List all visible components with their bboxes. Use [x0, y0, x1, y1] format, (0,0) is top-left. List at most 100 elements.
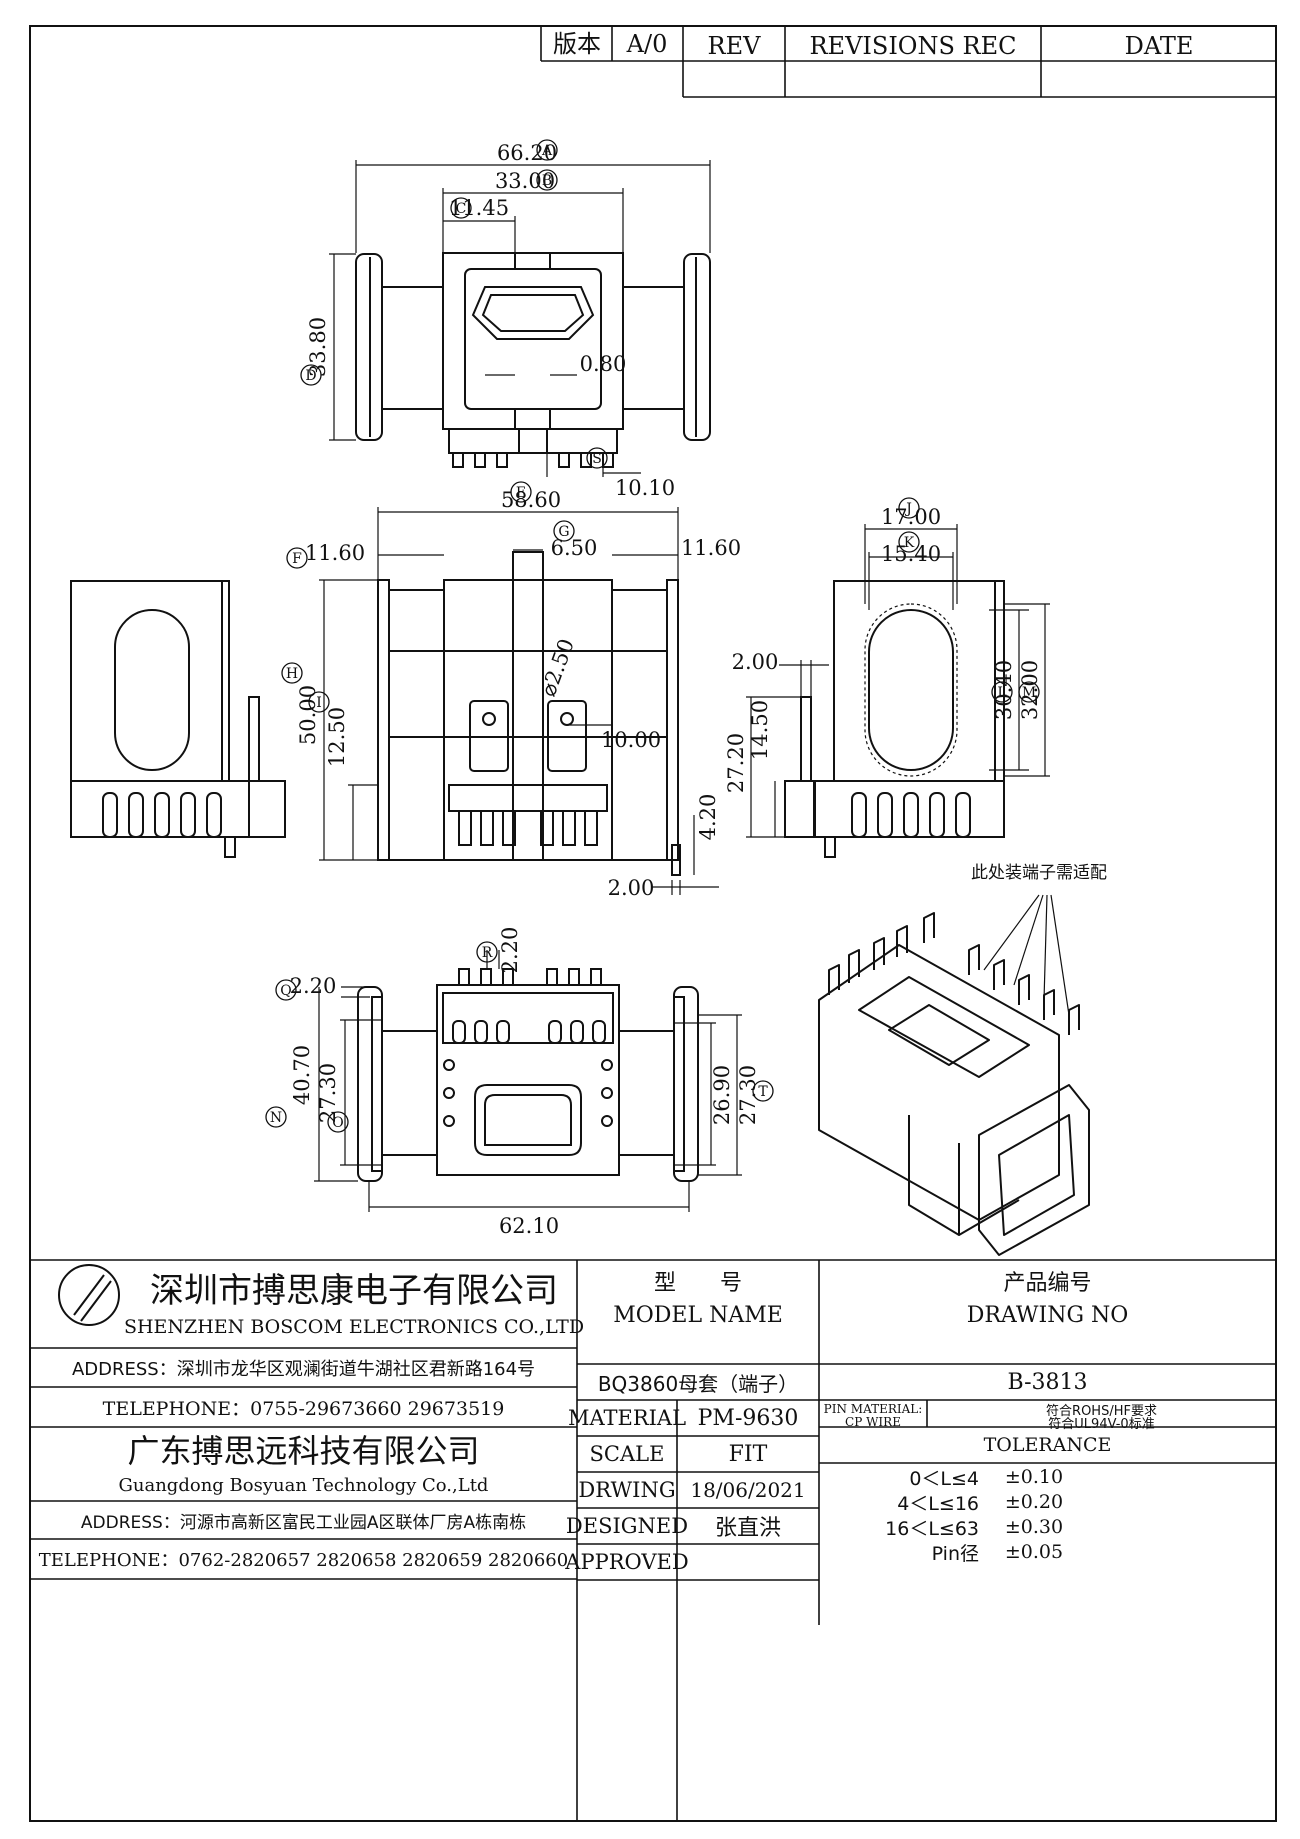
dim-right-flange: 11.60	[681, 536, 741, 560]
circle-label-n: N	[265, 1106, 287, 1128]
circle-label-t: T	[752, 1080, 774, 1102]
circle-label-a: A	[536, 139, 558, 161]
svg-text:H: H	[286, 666, 298, 682]
telephone-2: TELEPHONE：0762-2820657 2820658 2820659 2…	[38, 1550, 569, 1571]
top-view-dims	[329, 160, 711, 477]
dim-j: 17.00	[881, 505, 941, 529]
svg-text:L: L	[997, 685, 1006, 701]
circle-label-m: M	[1018, 681, 1040, 703]
company2-en-name: Guangdong Bosyuan Technology Co.,Ltd	[118, 1474, 489, 1496]
address-1: ADDRESS：深圳市龙华区观澜街道牛湖社区君新路164号	[71, 1358, 536, 1380]
company2-cn-name: 广东搏思远科技有限公司	[127, 1432, 480, 1470]
svg-text:A: A	[541, 143, 553, 159]
assembly-note: 此处装端子需适配	[971, 863, 1107, 883]
tolerance-range: Pin径	[931, 1542, 979, 1565]
right-side-view	[784, 580, 1005, 858]
dim-f: 11.60	[305, 541, 365, 565]
tolerance-value: ±0.30	[1004, 1516, 1064, 1538]
svg-text:S: S	[592, 451, 602, 467]
dim-c: 11.45	[449, 196, 509, 220]
drawing-no-value: B-3813	[1007, 1369, 1088, 1395]
bottom-view-dims	[314, 950, 742, 1212]
svg-text:N: N	[270, 1110, 282, 1126]
scale-label: SCALE	[589, 1442, 665, 1466]
top-view	[355, 252, 711, 468]
front-view-dims	[319, 507, 719, 895]
dim-h1: 14.50	[748, 700, 772, 760]
drawing-svg: 版本 A/0 REV REVISIONS REC DATE	[29, 25, 1277, 1822]
tolerance-value: ±0.20	[1004, 1491, 1064, 1513]
dim-b: 33.00	[495, 169, 555, 193]
circle-label-q: Q	[275, 979, 297, 1001]
svg-text:T: T	[758, 1084, 768, 1100]
circle-label-s: S	[586, 447, 608, 469]
dim-m: 32.00	[1018, 660, 1042, 720]
dim-k: 15.40	[881, 542, 941, 566]
svg-text:M: M	[1022, 685, 1036, 701]
svg-text:K: K	[904, 535, 915, 551]
rev-label: REV	[708, 32, 762, 60]
dim-r: 2.20	[498, 927, 522, 974]
svg-text:J: J	[904, 501, 912, 517]
svg-text:G: G	[558, 524, 569, 540]
bottom-view	[357, 968, 699, 1182]
circle-label-h: H	[281, 662, 303, 684]
title-block-grid	[30, 1259, 1276, 1821]
dim-width: 62.10	[499, 1214, 559, 1238]
dim-s: 10.10	[615, 476, 675, 500]
dim-h2: 27.20	[724, 733, 748, 793]
circle-label-r: R	[476, 941, 498, 963]
circle-label-b: B	[536, 169, 558, 191]
revision-block	[540, 26, 1276, 98]
drawing-date: 18/06/2021	[690, 1478, 806, 1502]
dim-q: 2.20	[290, 974, 337, 998]
svg-text:I: I	[316, 695, 322, 711]
telephone-1: TELEPHONE：0755-29673660 29673519	[102, 1397, 505, 1420]
tolerance-range: 16＜L≤63	[885, 1517, 979, 1540]
circle-label-e: E	[510, 481, 532, 503]
front-view	[377, 551, 681, 876]
tolerance-range: 0＜L≤4	[909, 1467, 979, 1490]
material-label: MATERIAL	[567, 1406, 687, 1430]
tolerance-label: TOLERANCE	[983, 1434, 1112, 1456]
company-cn-name: 深圳市搏思康电子有限公司	[150, 1270, 558, 1311]
svg-text:F: F	[292, 551, 302, 567]
model-en-label: MODEL NAME	[613, 1302, 783, 1328]
dim-side-pin-w: 2.00	[732, 650, 779, 674]
circle-label-o: O	[327, 1111, 349, 1133]
address-2: ADDRESS：河源市高新区富民工业园A区联体厂房A栋南栋	[80, 1512, 527, 1533]
ul-note: 符合UL94V-0标准	[1048, 1416, 1155, 1432]
circle-label-f: F	[286, 547, 308, 569]
isometric-view	[818, 912, 1090, 1256]
date-label: DATE	[1125, 32, 1194, 60]
revisions-label: REVISIONS REC	[809, 32, 1016, 60]
circle-label-i: I	[308, 691, 330, 713]
svg-text:R: R	[482, 945, 493, 961]
circle-label-g: G	[553, 520, 575, 542]
circle-label-d: D	[300, 364, 322, 386]
scale-value: FIT	[728, 1441, 768, 1467]
svg-text:B: B	[542, 173, 552, 189]
dim-pin-len: 4.20	[696, 794, 720, 841]
drawing-label: DRWING	[578, 1478, 676, 1502]
dim-h: 50.00	[296, 685, 320, 745]
designed-value: 张直洪	[714, 1516, 781, 1541]
dim-gap: 0.80	[580, 352, 627, 376]
company-logo	[58, 1264, 120, 1326]
svg-text:C: C	[456, 201, 467, 217]
drawing-no-cn-label: 产品编号	[1003, 1271, 1092, 1296]
svg-text:Q: Q	[280, 983, 291, 999]
svg-text:O: O	[332, 1115, 343, 1131]
dim-n: 40.70	[290, 1045, 314, 1105]
tolerance-range: 4＜L≤16	[897, 1492, 979, 1515]
left-side-view	[70, 580, 286, 858]
tolerance-value: ±0.10	[1004, 1466, 1064, 1488]
tolerance-value: ±0.05	[1004, 1541, 1064, 1563]
version-value: A/0	[626, 30, 668, 58]
dim-o: 27.30	[316, 1063, 340, 1123]
approved-value	[677, 1544, 819, 1580]
company-en-name: SHENZHEN BOSCOM ELECTRONICS CO.,LTD	[123, 1316, 585, 1338]
rohs-note: 符合ROHS/HF要求	[1046, 1403, 1157, 1419]
svg-text:E: E	[516, 485, 526, 501]
